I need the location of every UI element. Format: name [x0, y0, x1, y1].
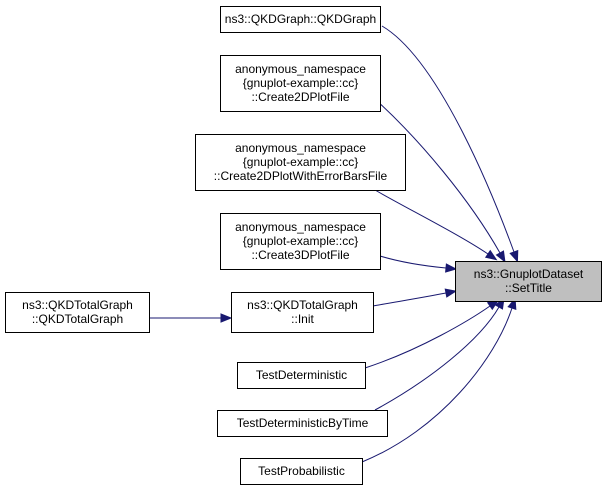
- edge-line: [374, 306, 500, 411]
- arrowhead-icon: [484, 249, 498, 261]
- caller-node-create2derr[interactable]: anonymous_namespace{gnuplot-example::cc}…: [195, 134, 406, 191]
- edge-line: [381, 25, 515, 253]
- node-label-line: ns3::QKDTotalGraph: [22, 298, 133, 312]
- edge-line: [374, 189, 489, 255]
- node-box: [220, 6, 381, 33]
- node-label-line: ::Create2DPlotWithErrorBarsFile: [214, 169, 388, 183]
- node-label-line: anonymous_namespace: [235, 62, 366, 76]
- node-label-line: ns3::GnuplotDataset: [474, 267, 584, 281]
- node-box: [5, 292, 150, 333]
- edge-qkdgraph-to-settitle: [381, 25, 519, 263]
- edge-line: [361, 307, 513, 463]
- edge-testprob-to-settitle: [361, 297, 517, 463]
- edge-line: [379, 255, 447, 269]
- arrowhead-icon: [509, 249, 519, 263]
- edge-create2d-to-settitle: [375, 99, 506, 263]
- arrowhead-icon: [445, 263, 458, 273]
- caller-node-qkdtotalinit[interactable]: ns3::QKDTotalGraph::Init: [231, 292, 374, 333]
- node-label-line: ns3::QKDTotalGraph: [247, 298, 358, 312]
- caller-node-testdet[interactable]: TestDeterministic: [237, 362, 366, 389]
- node-label-line: ::Create2DPlotFile: [251, 90, 349, 104]
- node-box: [455, 261, 602, 302]
- node-label-line: anonymous_namespace: [235, 141, 366, 155]
- edge-line: [364, 305, 491, 369]
- node-box: [220, 213, 381, 270]
- arrowhead-icon: [220, 313, 233, 323]
- edge-line: [372, 292, 447, 307]
- edge-qkdtotalctor-to-qkdtotalinit: [149, 313, 233, 323]
- node-label-line: anonymous_namespace: [235, 220, 366, 234]
- node-label-line: ::QKDTotalGraph: [32, 312, 123, 326]
- node-box: [240, 458, 363, 485]
- caller-node-testdetbytime[interactable]: TestDeterministicByTime: [217, 410, 388, 437]
- nodes: ns3::QKDGraph::QKDGraphanonymous_namespa…: [5, 6, 602, 485]
- node-label-line: {gnuplot-example::cc}: [243, 155, 358, 169]
- node-label-line: {gnuplot-example::cc}: [243, 234, 358, 248]
- arrowhead-icon: [495, 250, 506, 263]
- caller-node-qkdgraph[interactable]: ns3::QKDGraph::QKDGraph: [220, 6, 381, 33]
- edge-create3d-to-settitle: [379, 255, 458, 273]
- node-box: [220, 55, 381, 112]
- edge-create2derr-to-settitle: [374, 189, 498, 261]
- edge-testdetbytime-to-settitle: [374, 297, 505, 411]
- node-box: [237, 362, 366, 389]
- caller-node-testprob[interactable]: TestProbabilistic: [240, 458, 363, 485]
- node-label-line: TestProbabilistic: [258, 464, 345, 478]
- caller-node-create3d[interactable]: anonymous_namespace{gnuplot-example::cc}…: [220, 213, 381, 270]
- node-label-line: {gnuplot-example::cc}: [243, 76, 358, 90]
- node-label-line: TestDeterministic: [256, 368, 347, 382]
- node-label-line: ::Create3DPlotFile: [251, 248, 349, 262]
- edge-qkdtotalinit-to-settitle: [372, 288, 458, 307]
- node-label-line: TestDeterministicByTime: [237, 416, 369, 430]
- node-box: [231, 292, 374, 333]
- target-node-settitle[interactable]: ns3::GnuplotDataset::SetTitle: [455, 261, 602, 302]
- arrowhead-icon: [444, 288, 458, 298]
- node-box: [217, 410, 388, 437]
- caller-node-qkdtotalctor[interactable]: ns3::QKDTotalGraph::QKDTotalGraph: [5, 292, 150, 333]
- node-box: [195, 134, 406, 191]
- node-label-line: ::SetTitle: [505, 281, 552, 295]
- edge-line: [375, 99, 501, 254]
- caller-node-create2d[interactable]: anonymous_namespace{gnuplot-example::cc}…: [220, 55, 381, 112]
- node-label-line: ::Init: [291, 312, 314, 326]
- edges: [149, 25, 519, 463]
- node-label-line: ns3::QKDGraph::QKDGraph: [225, 12, 376, 26]
